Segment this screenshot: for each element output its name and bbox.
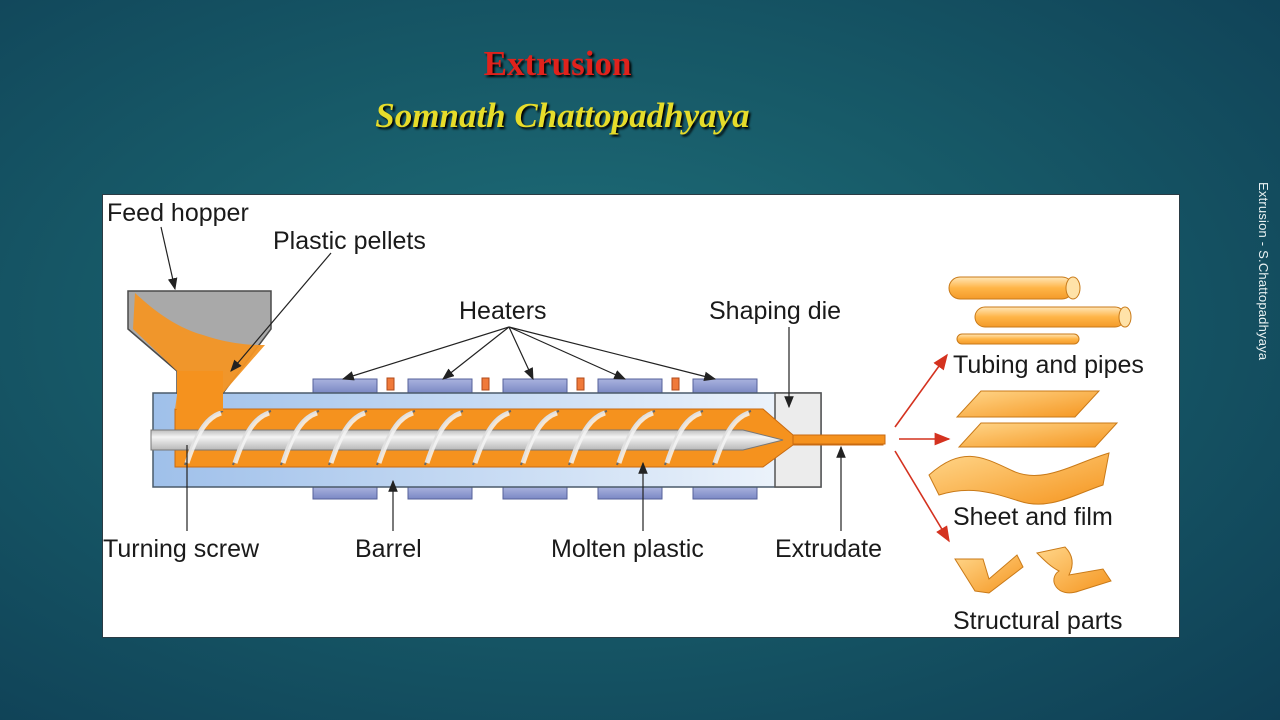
slide-subtitle: Somnath Chattopadhyaya — [375, 96, 750, 135]
label-extrudate: Extrudate — [775, 535, 882, 563]
sheet-and-film-illustration — [928, 390, 1119, 505]
screw-flights-light — [184, 410, 750, 464]
heater-elements — [386, 377, 680, 391]
slide-title: Extrusion — [483, 44, 632, 83]
label-molten-plastic: Molten plastic — [551, 535, 704, 563]
label-shaping-die: Shaping die — [709, 297, 841, 325]
hopper-pellets — [133, 293, 265, 409]
label-heaters: Heaters — [459, 297, 547, 325]
output-arrows — [894, 353, 951, 543]
hopper-throat — [177, 371, 223, 411]
label-sheet-and-film: Sheet and film — [953, 503, 1113, 531]
leader-lines — [160, 226, 846, 531]
extrusion-diagram-panel: Feed hopper Plastic pellets Heaters Shap… — [102, 194, 1180, 638]
label-plastic-pellets: Plastic pellets — [273, 227, 426, 255]
label-barrel: Barrel — [355, 535, 422, 563]
side-caption: Extrusion - S.Chattopadhyaya — [1256, 182, 1271, 361]
heater-bands — [312, 378, 758, 500]
label-feed-hopper: Feed hopper — [107, 199, 249, 227]
label-tubing-and-pipes: Tubing and pipes — [953, 351, 1144, 379]
label-structural-parts: Structural parts — [953, 607, 1123, 635]
tubing-and-pipes-illustration — [948, 276, 1132, 345]
label-turning-screw: Turning screw — [103, 535, 260, 563]
extrusion-diagram: Feed hopper Plastic pellets Heaters Shap… — [103, 199, 1144, 635]
extrudate-strip — [792, 434, 886, 445]
structural-parts-illustration — [954, 546, 1112, 594]
